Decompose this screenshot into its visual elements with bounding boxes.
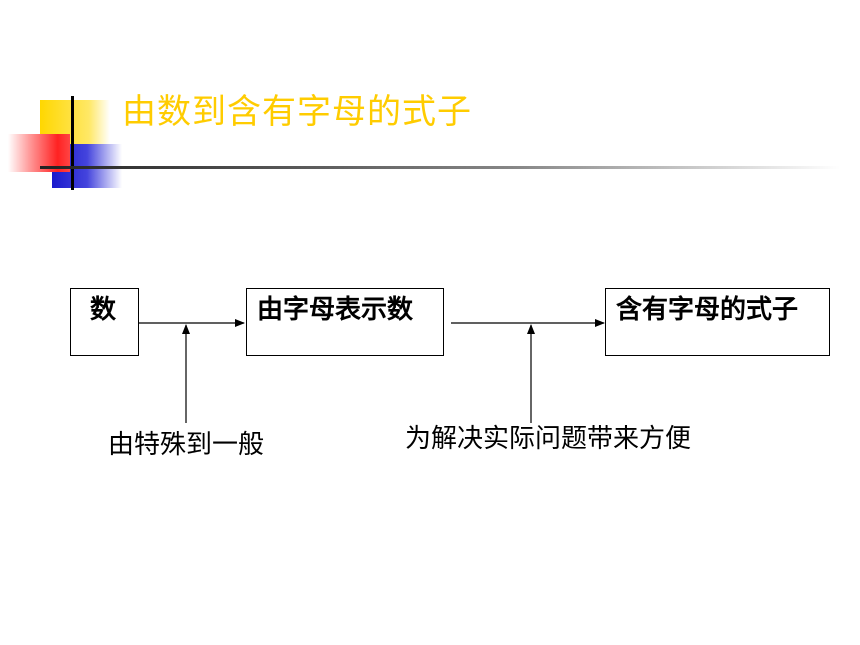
node-expression-label: 含有字母的式子 <box>616 295 799 325</box>
annotation-1: 由特殊到一般 <box>108 430 265 460</box>
node-letter-number: 由字母表示数 <box>246 288 444 356</box>
vertical-rule <box>71 96 74 190</box>
slide-title: 由数到含有字母的式子 <box>122 92 472 132</box>
annotation-2: 为解决实际问题带来方便 <box>405 424 692 454</box>
red-square <box>8 134 70 172</box>
node-number-label: 数 <box>90 295 117 325</box>
horizontal-rule <box>40 166 840 169</box>
node-expression: 含有字母的式子 <box>605 288 830 356</box>
node-number: 数 <box>70 288 139 356</box>
node-letter-number-label: 由字母表示数 <box>257 295 414 325</box>
